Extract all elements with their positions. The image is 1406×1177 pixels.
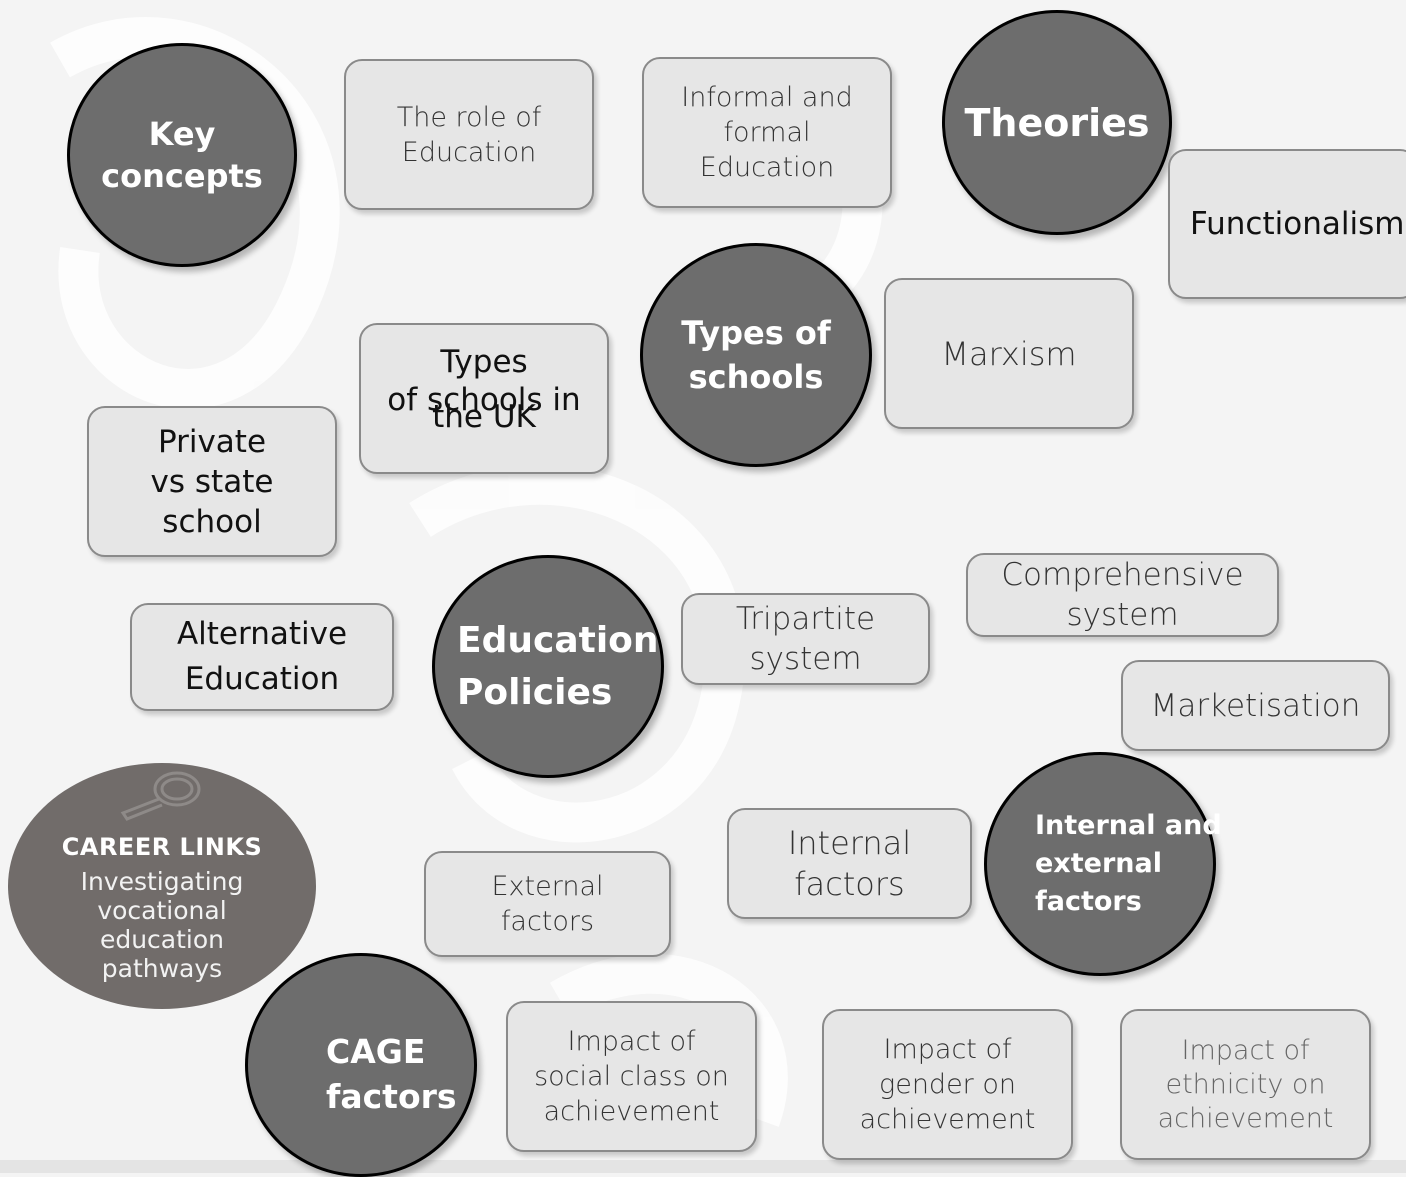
hub-education-policies-line-1: Education: [457, 619, 659, 661]
topic-role-line-2: Education: [401, 136, 537, 168]
topic-alternative-line-2: Education: [184, 661, 340, 697]
topic-internal-factors: Internal factors: [727, 808, 972, 919]
hub-types-of-schools-line-2: schools: [688, 358, 824, 396]
topic-informal-line-3: Education: [699, 152, 835, 183]
topic-gender-line-2: gender on: [879, 1069, 1016, 1100]
topic-functionalism: Functionalism: [1168, 149, 1406, 299]
topic-comprehensive: Comprehensive system: [966, 553, 1279, 637]
topic-functionalism-text: Functionalism: [1190, 206, 1405, 242]
topic-tripartite: Tripartite system: [681, 593, 930, 685]
topic-external-factors: External factors: [424, 851, 671, 957]
topic-alternative-education: Alternative Education: [130, 603, 394, 711]
hub-internal-external-line-2: external: [1035, 848, 1162, 879]
topic-types-uk-line-2: of schools in: [387, 382, 581, 418]
hub-internal-external: Internal and external factors: [984, 752, 1222, 976]
topic-social-class-line-3: achievement: [543, 1096, 720, 1127]
hub-key-concepts: Key concepts: [67, 43, 297, 267]
topic-marxism: Marxism: [884, 278, 1134, 429]
career-line-2: vocational: [97, 896, 227, 925]
topic-gender: Impact of gender on achievement: [822, 1009, 1073, 1160]
hub-types-of-schools: Types of schools: [640, 243, 872, 467]
topic-tripartite-line-1: Tripartite: [735, 601, 876, 637]
topic-social-class-line-1: Impact of: [567, 1026, 696, 1057]
magnifying-glass-icon: [120, 771, 201, 821]
hub-internal-external-line-3: factors: [1035, 886, 1142, 917]
topic-marxism-text: Marxism: [941, 334, 1077, 373]
hub-internal-external-line-1: Internal and: [1035, 810, 1222, 841]
topic-comprehensive-line-2: system: [1066, 597, 1179, 633]
topic-external-line-1: External: [491, 871, 604, 902]
career-line-1: Investigating: [80, 867, 244, 896]
topic-informal-line-2: formal: [723, 117, 811, 148]
hub-theories: Theories: [942, 10, 1172, 235]
topic-marketisation: Marketisation: [1121, 660, 1390, 751]
career-links-title: CAREER LINKS: [61, 833, 263, 861]
topic-ethnicity-line-3: achievement: [1157, 1102, 1334, 1134]
topic-tripartite-line-2: system: [749, 641, 862, 677]
topic-social-class: Impact of social class on achievement: [506, 1001, 757, 1152]
topic-role-line-1: The role of: [396, 101, 542, 133]
hub-key-concepts-line-2: concepts: [101, 157, 263, 195]
bottom-strip: [0, 1160, 1406, 1173]
career-links-panel: CAREER LINKS Investigating vocational ed…: [8, 763, 316, 1009]
hub-education-policies-line-2: Policies: [457, 671, 613, 713]
topic-private-line-1: Private: [157, 423, 267, 460]
topic-private-state: Private vs state school: [87, 406, 337, 557]
topic-role-of-education: The role of Education: [344, 59, 594, 210]
topic-ethnicity-line-2: ethnicity on: [1165, 1068, 1326, 1100]
career-line-4: pathways: [101, 954, 223, 983]
topic-types-uk-line-3: the UK: [432, 399, 536, 435]
topic-social-class-line-2: social class on: [534, 1061, 729, 1092]
hub-key-concepts-line-1: Key: [148, 115, 216, 153]
topic-internal-line-2: factors: [794, 864, 905, 903]
hub-education-policies: Education Policies: [432, 555, 664, 778]
topic-gender-line-3: achievement: [859, 1104, 1036, 1135]
hub-theories-line-1: Theories: [964, 100, 1150, 145]
hub-cage-line-2: factors: [326, 1077, 457, 1116]
topic-comprehensive-line-1: Comprehensive: [1001, 557, 1244, 593]
hub-cage-line-1: CAGE: [326, 1032, 426, 1071]
hub-cage-factors: CAGE factors: [245, 953, 477, 1177]
topic-ethnicity: Impact of ethnicity on achievement: [1120, 1009, 1371, 1160]
topic-gender-line-1: Impact of: [883, 1034, 1012, 1065]
topic-private-line-2: vs state: [150, 463, 274, 500]
topic-informal-formal: Informal and formal Education: [642, 57, 892, 208]
topic-types-uk: Types of schools in the UK: [359, 323, 609, 474]
career-links-description: Investigating vocational education pathw…: [81, 867, 244, 983]
topic-alternative-line-1: Alternative: [176, 616, 348, 652]
topic-external-line-2: factors: [500, 906, 595, 937]
career-line-3: education: [99, 925, 225, 954]
topic-ethnicity-line-1: Impact of: [1181, 1034, 1310, 1066]
topic-internal-line-1: Internal: [787, 823, 912, 862]
hub-types-of-schools-line-1: Types of: [681, 314, 831, 352]
topic-types-uk-line-1: Types: [440, 344, 528, 380]
topic-informal-line-1: Informal and: [681, 82, 853, 113]
topic-marketisation-text: Marketisation: [1150, 687, 1361, 724]
topic-private-line-3: school: [162, 503, 262, 540]
